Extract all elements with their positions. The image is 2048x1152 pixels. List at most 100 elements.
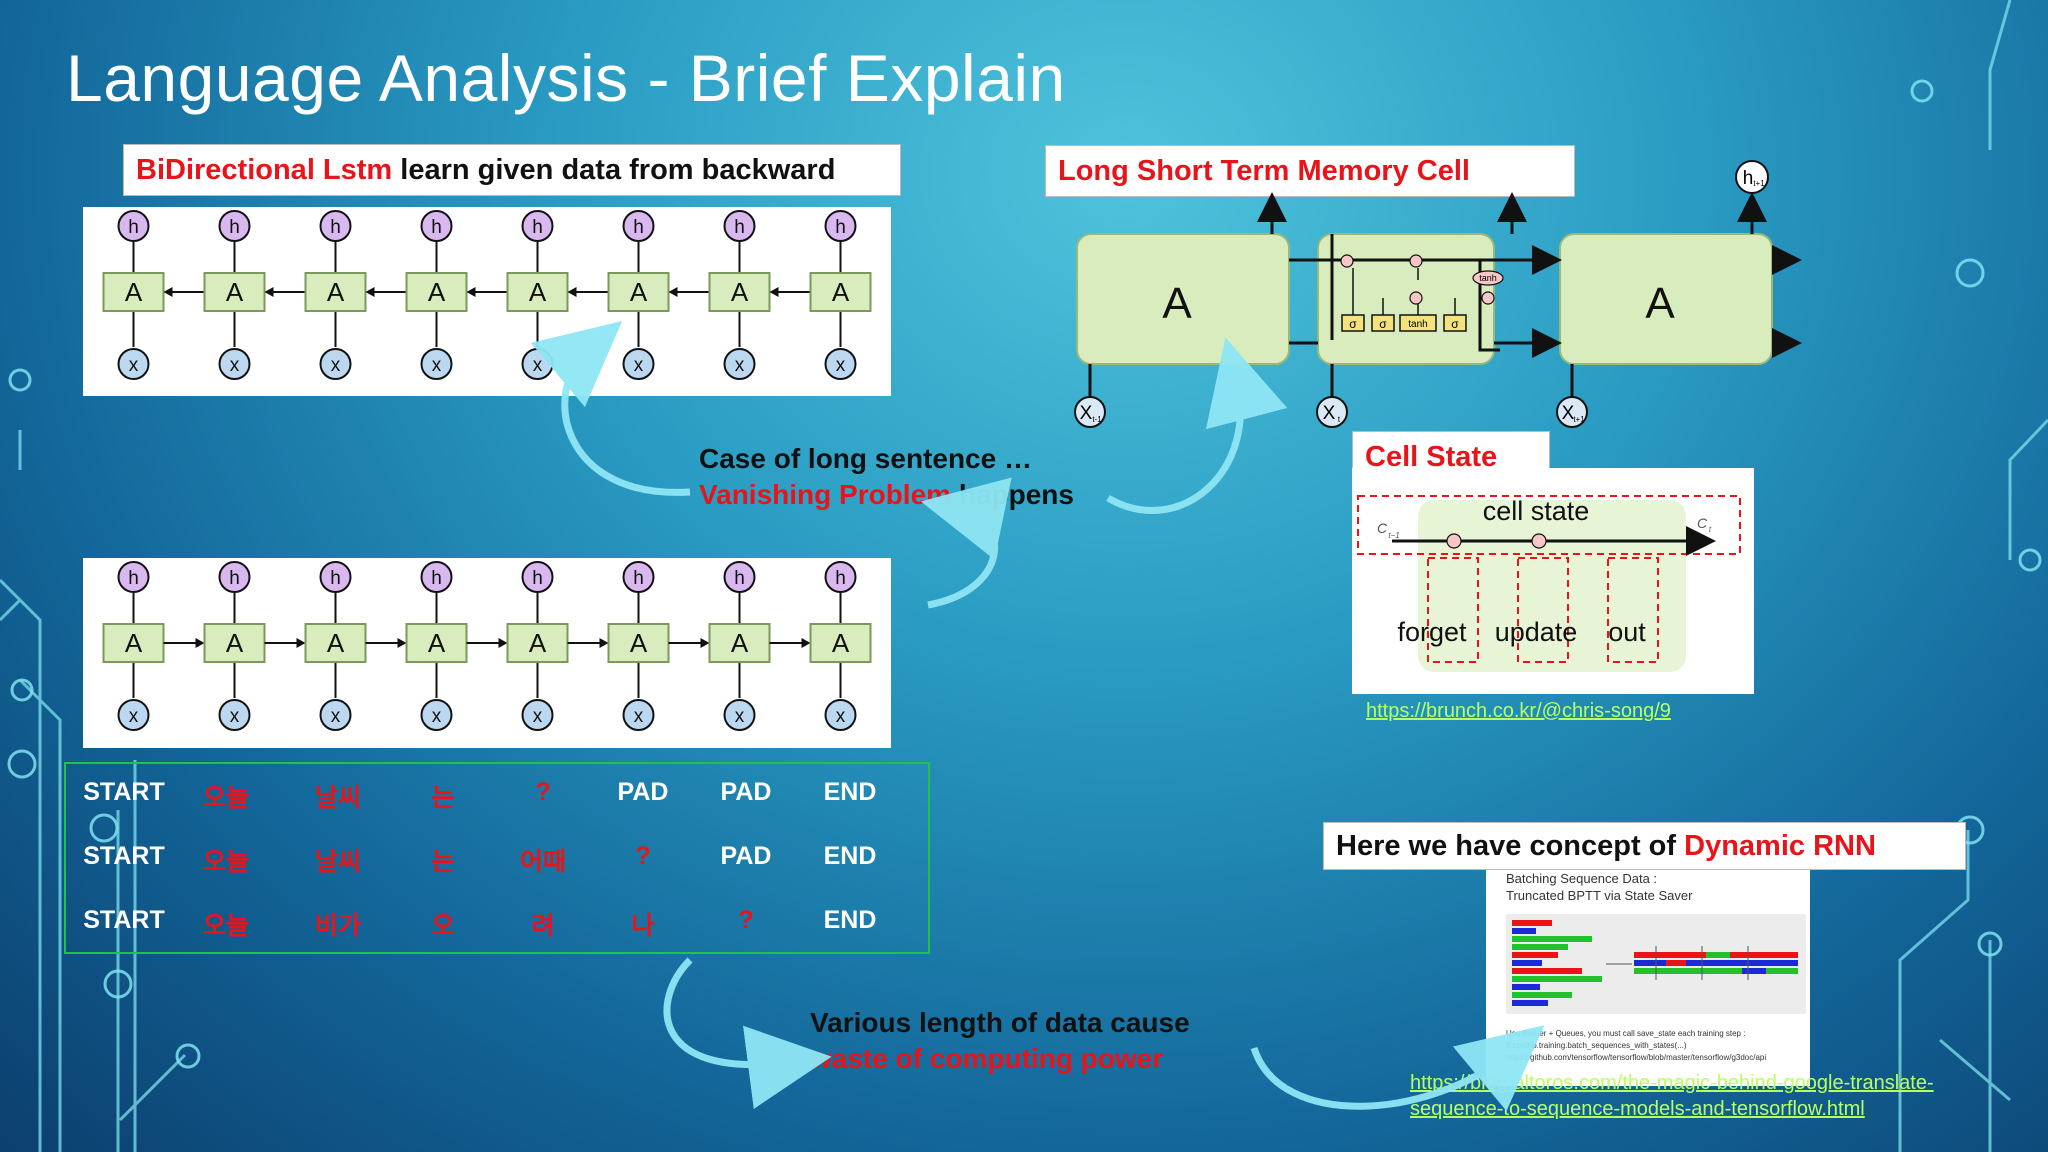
rnn-cell-label: A (630, 628, 648, 658)
rnn-link-arrowhead (397, 638, 407, 648)
rnn-output-node (824, 210, 857, 242)
table-cell: END (823, 842, 877, 870)
lstm-block-middle (1317, 233, 1495, 365)
rnn-cell-label: A (226, 277, 244, 307)
rnn-input-label: x (331, 355, 341, 376)
vanishing-callout: Case of long sentence … Vanishing Proble… (699, 441, 1074, 513)
lstm-gate-1: σ (1349, 317, 1357, 331)
table-cell: 나 (631, 912, 655, 940)
dynamic-panel-title1: Batching Sequence Data : (1506, 871, 1658, 886)
lstm-block-right-label: A (1645, 279, 1675, 328)
bidirectional-label-red: BiDirectional Lstm (136, 154, 393, 186)
rnn-input-label: x (533, 706, 543, 727)
rnn-output-label: h (330, 568, 341, 589)
ct-sub: t (1709, 525, 1712, 534)
table-cell: 오늘 (202, 912, 250, 940)
gate-forget: forget (1397, 617, 1467, 647)
table-cell: END (823, 906, 877, 934)
dynamic-panel-code: tf.contrib.training.batch_sequences_with… (1506, 1041, 1687, 1050)
ct-label: C (1697, 515, 1708, 531)
rnn-cell (809, 623, 872, 663)
rnn-output-node (622, 561, 655, 593)
rnn-link-arrowhead (264, 287, 274, 297)
rnn-cell (506, 623, 569, 663)
lstm-gate-4: σ (1451, 317, 1459, 331)
rnn-cell (506, 272, 569, 312)
cell-state-link[interactable]: https://brunch.co.kr/@chris-song/9 (1366, 700, 1671, 722)
rnn-output-label: h (835, 568, 846, 589)
rnn-cell-label: A (832, 628, 850, 658)
dynamic-rnn-link-line2[interactable]: sequence-to-sequence-models-and-tensorfl… (1410, 1098, 1865, 1120)
rnn-output-label: h (633, 217, 644, 238)
rnn-input-node (723, 348, 756, 380)
rnn-cell (607, 623, 670, 663)
rnn-output-label: h (532, 568, 543, 589)
rnn-input-node (420, 699, 453, 731)
rnn-output-node (723, 210, 756, 242)
rnn-input-node (218, 348, 251, 380)
dynamic-rnn-link[interactable]: https://blog.altoros.com/the-magic-behin… (1410, 1070, 1934, 1122)
lstm-input-1: X (1080, 403, 1093, 424)
rnn-input-label: x (634, 355, 644, 376)
rnn-output-node (218, 561, 251, 593)
rnn-output-node (420, 210, 453, 242)
waste-callout-line1: Various length of data cause (810, 1007, 1190, 1038)
rnn-output-node (319, 561, 352, 593)
table-cell: PAD (617, 778, 669, 806)
rnn-output-label: h (128, 568, 139, 589)
rnn-input-label: x (230, 706, 240, 727)
rnn-input-label: x (230, 355, 240, 376)
lstm-inputs: X t-1 X t X t+1 (1074, 396, 1588, 428)
rnn-cell-label: A (529, 628, 547, 658)
lstm-output-node (1735, 160, 1769, 194)
ct-prev-sub: t−1 (1388, 531, 1399, 540)
waste-callout: Various length of data cause waste of co… (810, 1005, 1190, 1077)
rnn-link-arrowhead (769, 287, 779, 297)
rnn-input-node (218, 699, 251, 731)
lstm-output-label: h (1743, 168, 1754, 189)
table-cell: 날씨 (314, 784, 362, 812)
rnn-link-arrowhead (195, 638, 205, 648)
rnn-input-label: x (129, 355, 139, 376)
rnn-cell (102, 272, 165, 312)
rnn-cell (607, 272, 670, 312)
dynamic-batch-chart (1506, 914, 1806, 1014)
rnn-cell-label: A (428, 277, 446, 307)
lstm-input-1-sub: t-1 (1092, 415, 1102, 424)
rnn-input-node (117, 348, 150, 380)
table-cell: PAD (720, 778, 772, 806)
table-cell: PAD (720, 842, 772, 870)
lstm-input-2: X (1323, 403, 1336, 424)
gate-update: update (1495, 617, 1578, 647)
lstm-input-2-sub: t (1338, 415, 1341, 424)
table-cell: 는 (431, 784, 455, 812)
table-cell: END (823, 778, 877, 806)
lstm-tanh-label: tanh (1479, 273, 1497, 283)
rnn-output-node (420, 561, 453, 593)
rnn-cell-label: A (327, 628, 345, 658)
rnn-input-label: x (129, 706, 139, 727)
rnn-input-node (723, 699, 756, 731)
table-cell: 는 (431, 848, 455, 876)
rnn-input-node (319, 699, 352, 731)
lstm-block-left (1076, 233, 1290, 365)
rnn-output-node (117, 210, 150, 242)
dynamic-rnn-link-line1[interactable]: https://blog.altoros.com/the-magic-behin… (1410, 1072, 1934, 1094)
rnn-output-node (218, 210, 251, 242)
cell-state-diagram: C t−1 C t cell state forget update out (1357, 495, 1741, 672)
rnn-input-label: x (836, 706, 846, 727)
rnn-output-node (521, 210, 554, 242)
rnn-output-node (319, 210, 352, 242)
table-cell: ? (738, 906, 754, 934)
rnn-input-label: x (432, 355, 442, 376)
table-cell: 려 (531, 912, 555, 940)
rnn-output-label: h (229, 568, 240, 589)
table-cell: 오늘 (202, 848, 250, 876)
rnn-cell-label: A (529, 277, 547, 307)
rnn-input-node (824, 699, 857, 731)
rnn-cell (708, 272, 771, 312)
cell-state-top-text: cell state (1483, 496, 1590, 526)
ct-prev-label: C (1377, 520, 1388, 536)
